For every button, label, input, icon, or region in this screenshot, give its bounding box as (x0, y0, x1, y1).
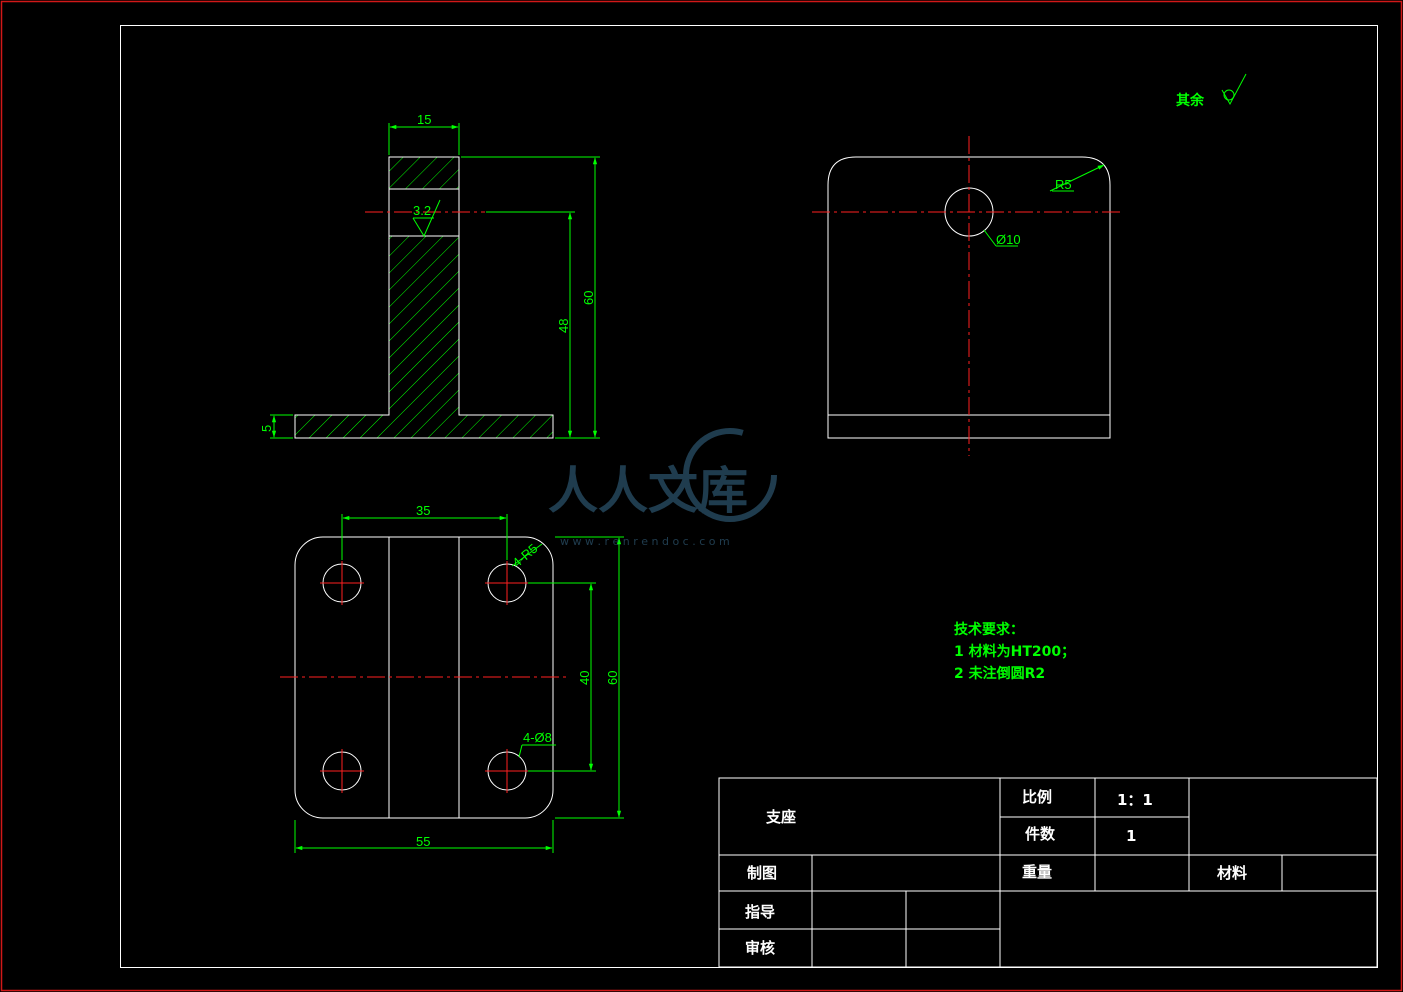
roughness-note-label: 其余 (1176, 92, 1205, 109)
dim-4-d8: 4-Ø8 (523, 730, 552, 745)
dim-48: 48 (556, 319, 571, 333)
hole-top-right (485, 561, 529, 605)
title-scale-value: 1：1 (1117, 791, 1153, 809)
dim-d10: Ø10 (996, 232, 1021, 247)
title-review-label: 审核 (745, 939, 775, 957)
watermark-ring-icon (683, 428, 777, 522)
roughness-symbol-icon (1221, 73, 1247, 106)
dim-35: 35 (416, 503, 430, 518)
title-qty-value: 1 (1126, 827, 1136, 845)
side-outline (827, 156, 1111, 439)
dim-40: 40 (577, 671, 592, 685)
hole-bottom-right (485, 749, 529, 793)
dim-roughness-3-2: 3.2 (413, 203, 431, 218)
title-weight-label: 重量 (1022, 863, 1052, 881)
watermark: 人人文库 w w w . r e n r e n d o c . c o m (548, 428, 777, 548)
hole-bottom-left (320, 749, 364, 793)
roughness-note: 其余 (1176, 73, 1247, 109)
tech-requirement-item: 1 材料为HT200； (954, 643, 1075, 660)
watermark-logo-text: 人人文库 (548, 462, 748, 520)
roughness-circle-icon (1223, 89, 1235, 101)
tech-requirement-item: 2 未注倒圆R2 (954, 665, 1045, 682)
roughness-3-2-icon (412, 199, 441, 238)
dim-5: 5 (259, 425, 274, 432)
title-part-name: 支座 (765, 808, 796, 826)
front-outline (294, 156, 554, 439)
top-view: 35 4-R5 40 60 4-Ø8 55 (280, 503, 624, 853)
title-drawn-label: 制图 (747, 864, 777, 882)
title-scale-label: 比例 (1022, 788, 1052, 806)
leader-r5 (1049, 164, 1105, 192)
leader-4d8 (518, 744, 523, 758)
dim-4-r5: 4-R5 (509, 541, 540, 571)
tech-requirements: 技术要求： 1 材料为HT200； 2 未注倒圆R2 (954, 621, 1075, 682)
leader-d10 (983, 229, 997, 247)
leader-4r5 (511, 543, 543, 567)
tech-requirements-title: 技术要求： (954, 621, 1024, 638)
dim-60-front: 60 (581, 291, 596, 305)
dim-15: 15 (417, 112, 431, 127)
watermark-url: w w w . r e n r e n d o c . c o m (560, 535, 730, 548)
title-block (718, 777, 1378, 968)
title-material-label: 材料 (1217, 864, 1247, 882)
front-section-view: 3.2 15 60 48 5 (259, 112, 600, 439)
hatch-top-block (389, 157, 459, 189)
hole-top-left (320, 561, 364, 605)
dim-r5-side: R5 (1055, 177, 1072, 192)
dim-60-top: 60 (605, 671, 620, 685)
dim-55: 55 (416, 834, 430, 849)
side-view: R5 Ø10 (812, 136, 1122, 456)
hatch-body (295, 236, 553, 438)
title-qty-label: 件数 (1025, 825, 1056, 843)
title-guide-label: 指导 (745, 903, 775, 921)
